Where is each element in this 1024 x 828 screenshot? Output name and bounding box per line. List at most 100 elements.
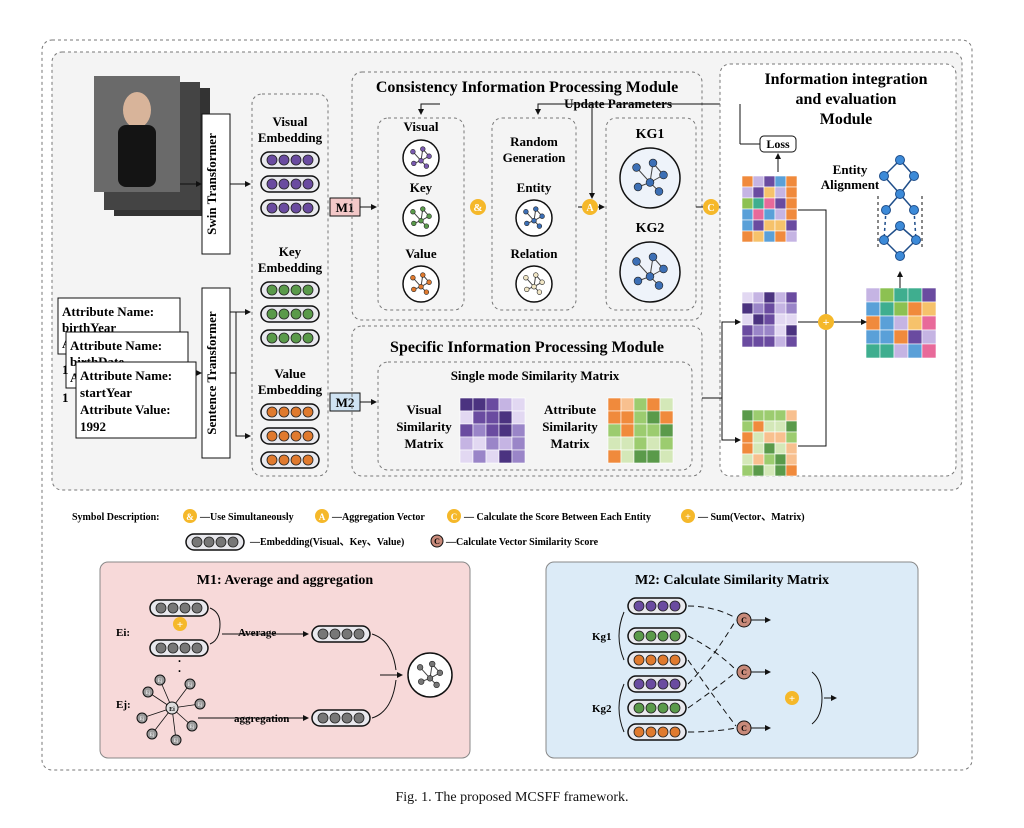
- symbol-sum-label: — Sum(Vector、Matrix): [697, 512, 805, 523]
- kg-subpanel: [605, 117, 697, 311]
- svg-text:1: 1: [62, 362, 69, 377]
- embedding-bars: [260, 151, 320, 469]
- m1-ei-bar-2: [149, 639, 209, 657]
- visual-sim-result-matrix: [741, 291, 798, 348]
- m1-output-graph: [407, 652, 453, 698]
- value-embedding-label-2: Embedding: [258, 382, 323, 397]
- svg-text:Attribute Value:: Attribute Value:: [80, 402, 171, 417]
- m1-ei-bar-1: [149, 599, 209, 617]
- random-label-2: Generation: [503, 150, 567, 165]
- swin-transformer-block: [201, 113, 231, 255]
- symbol-vsim-label: —Calculate Vector Similarity Score: [445, 537, 599, 548]
- m1-leaf-node-label: Ej: [190, 725, 194, 730]
- integration-module: [719, 63, 957, 477]
- svg-text:startYear: startYear: [80, 385, 132, 400]
- svg-text:C: C: [741, 668, 747, 677]
- svg-text:Attribute Name:: Attribute Name:: [62, 304, 154, 319]
- m1-dots-1: .: [178, 651, 181, 665]
- key-embedding-label-1: Key: [279, 244, 302, 259]
- symbol-amp-label: —Use Simultaneously: [199, 512, 294, 523]
- random-generation-subpanel: [491, 117, 577, 311]
- svg-text:A: A: [319, 512, 326, 522]
- aggregation-vector-icon: [582, 199, 598, 215]
- entity-graph-icon: [515, 199, 553, 237]
- m2-panel-title: M2: Calculate Similarity Matrix: [635, 573, 829, 588]
- svg-text:+: +: [823, 315, 830, 329]
- integration-title-1: Information integration: [764, 71, 927, 88]
- m1-leaf-node-label: Ej: [140, 717, 144, 722]
- kg2-label: KG2: [636, 221, 665, 236]
- relation-label: Relation: [511, 246, 559, 261]
- value-graph-icon: [402, 265, 440, 303]
- key-embedding-bar-2: [260, 305, 320, 323]
- m1-leaf-node-label: Ej: [188, 683, 192, 688]
- m1-panel-title: M1: Average and aggregation: [197, 573, 374, 588]
- svg-text:&: &: [186, 512, 194, 522]
- key-embedding-bar-3: [260, 329, 320, 347]
- m2-embedding-bars: [627, 597, 687, 741]
- m1-ei-label: Ei:: [116, 627, 130, 639]
- visual-embedding-bar-3: [260, 199, 320, 217]
- entity-alignment-label-2: Alignment: [821, 177, 880, 192]
- svg-text:1: 1: [62, 390, 69, 405]
- visual-embedding-label-1: Visual: [273, 114, 308, 129]
- loss-label: Loss: [766, 137, 790, 151]
- alignment-graph: [877, 155, 923, 261]
- m1-leaf-node-label: Ej: [198, 703, 202, 708]
- visual-sim-label-2: Similarity: [396, 419, 452, 434]
- swin-transformer-label: Swin Transformer: [204, 133, 219, 235]
- sentence-transformer-block: [201, 287, 231, 459]
- attr-sim-result-matrix: [741, 409, 798, 477]
- attribute-cards: Attribute Name: birthYear A Attribute Na…: [57, 297, 197, 439]
- specific-module-title: Specific Information Processing Module: [390, 339, 664, 356]
- value-embedding-label-1: Value: [274, 366, 306, 381]
- single-mode-label: Single mode Similarity Matrix: [451, 368, 620, 383]
- svg-text:C: C: [741, 724, 747, 733]
- svg-text:Attribute Name:: Attribute Name:: [70, 338, 162, 353]
- m2-kg2-visual-bar: [627, 675, 687, 693]
- visual-similarity-matrix: [459, 397, 526, 464]
- m2-kg1-key-bar: [627, 627, 687, 645]
- ampersand-icon: [470, 199, 486, 215]
- key-embedding-label-2: Embedding: [258, 260, 323, 275]
- score-matrix: [741, 175, 798, 243]
- m1-sum-icon: [173, 617, 187, 631]
- score-icon: [703, 199, 719, 215]
- consistency-module-title: Consistency Information Processing Modul…: [376, 79, 678, 96]
- visual-embedding-label-2: Embedding: [258, 130, 323, 145]
- integration-title-2: and evaluation: [796, 91, 897, 108]
- svg-text:C: C: [451, 512, 458, 522]
- m1-marker-label: M1: [336, 200, 355, 215]
- m2-marker-label: M2: [336, 395, 355, 410]
- sentence-transformer-label: Sentence Transformer: [204, 311, 219, 435]
- m1-leaf-node-label: Ej: [158, 679, 162, 684]
- svg-text:1992: 1992: [80, 419, 106, 434]
- symbol-title: Symbol Description:: [72, 512, 160, 523]
- key-embedding-bar-1: [260, 281, 320, 299]
- svg-text:C: C: [741, 616, 747, 625]
- relation-graph-icon: [515, 265, 553, 303]
- value-embedding-bar-2: [260, 427, 320, 445]
- kg1-label: KG1: [636, 127, 665, 142]
- m1-center-node-label: Ei: [169, 707, 175, 713]
- value-graph-label: Value: [405, 246, 437, 261]
- m2-connection-lines: [687, 605, 737, 733]
- attr-sim-label-3: Matrix: [551, 436, 590, 451]
- consistency-module: [351, 71, 703, 321]
- m2-kg2-key-bar: [627, 699, 687, 717]
- entity-alignment-label-1: Entity: [833, 162, 868, 177]
- visual-sim-label-1: Visual: [407, 402, 442, 417]
- attribute-similarity-matrix: [607, 397, 674, 464]
- legend-embedding-icon: [185, 533, 245, 551]
- vkv-subpanel: [377, 117, 465, 311]
- m2-kg1-visual-bar: [627, 597, 687, 615]
- m1-leaf-node-label: Ej: [174, 739, 178, 744]
- attr-sim-label-2: Similarity: [542, 419, 598, 434]
- symbol-agg-label: —Aggregation Vector: [331, 512, 425, 523]
- svg-text:A: A: [586, 203, 594, 214]
- photo-stack: [94, 76, 210, 216]
- fused-matrix: [865, 287, 937, 359]
- visual-embedding-bar-2: [260, 175, 320, 193]
- visual-graph-label: Visual: [404, 119, 439, 134]
